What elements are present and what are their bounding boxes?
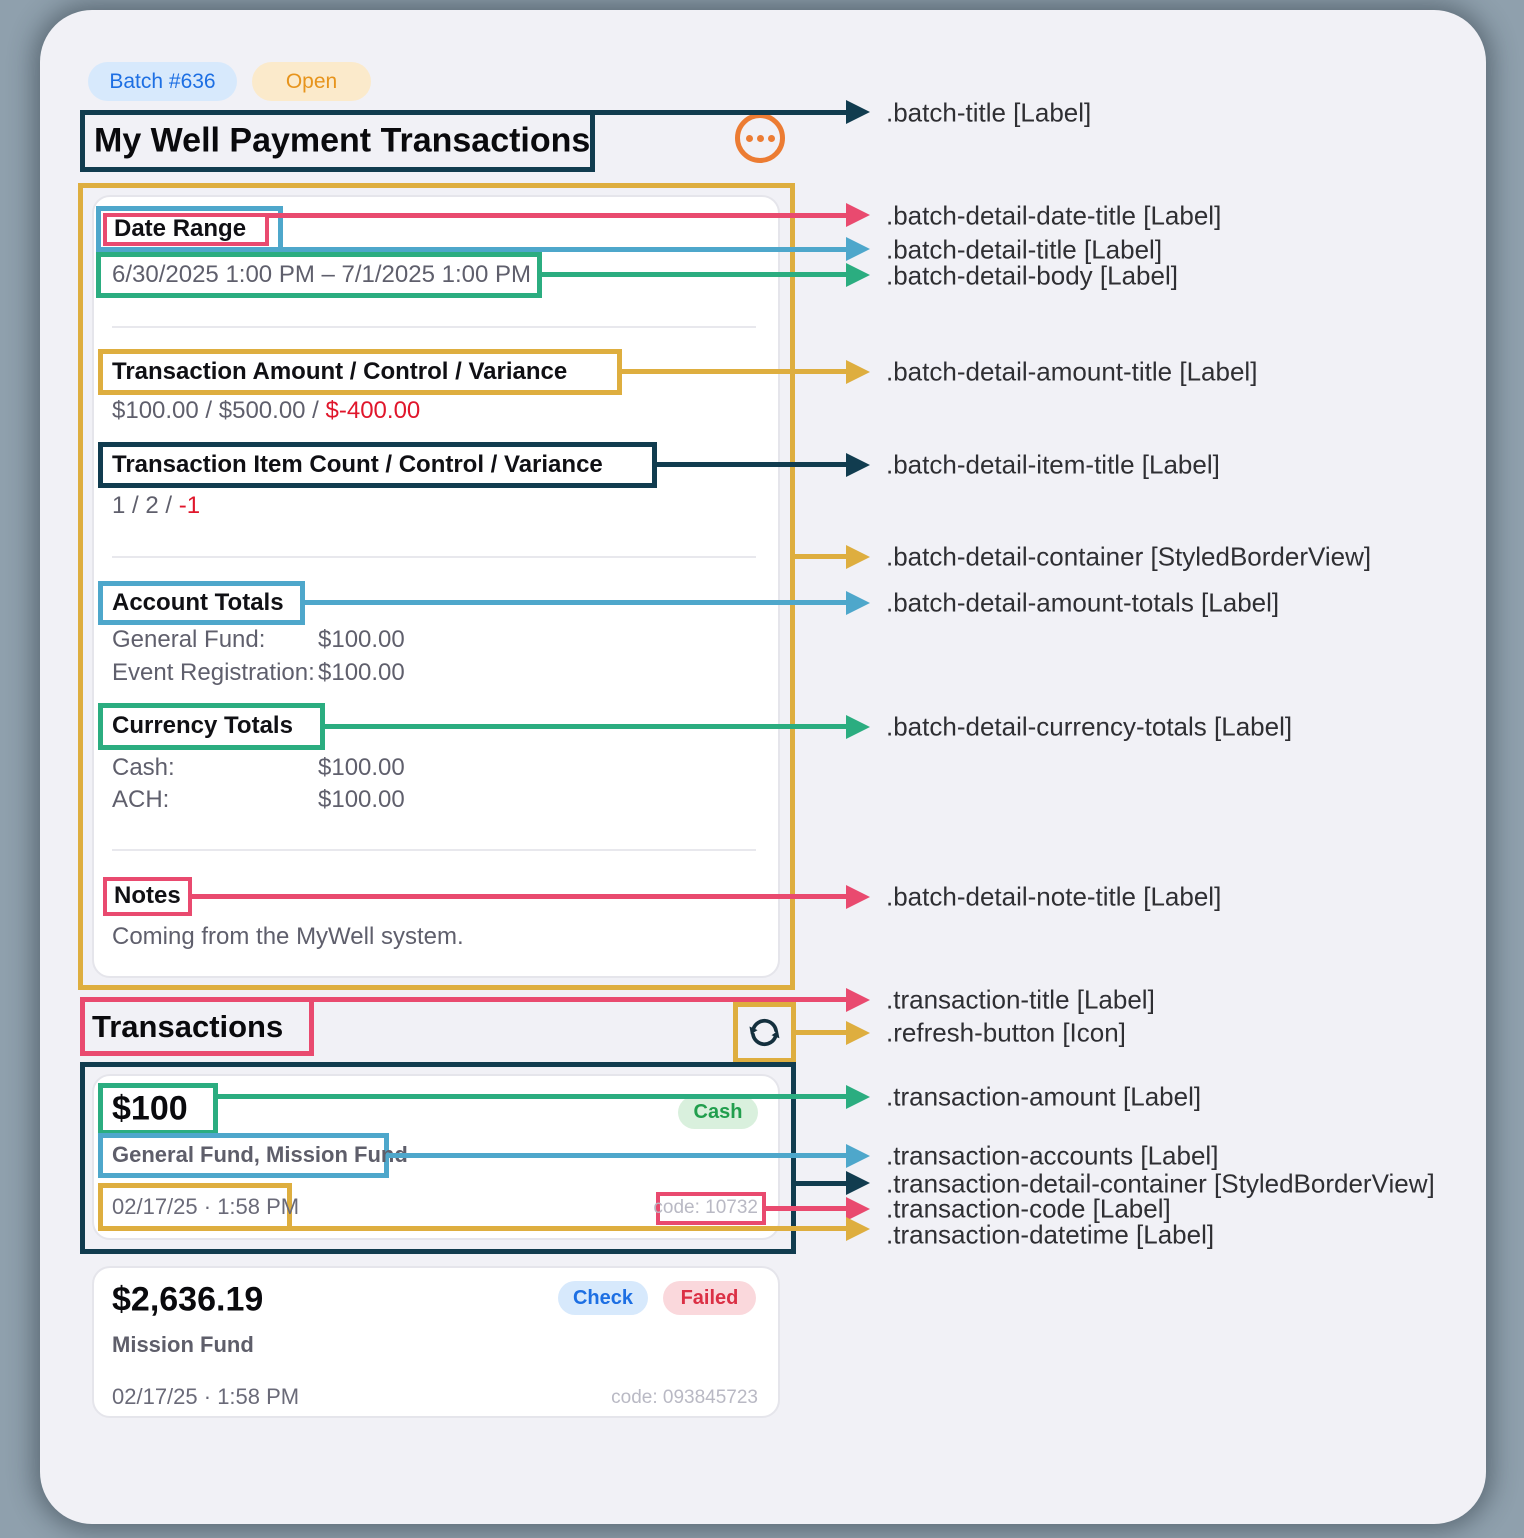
transaction-accounts: Mission Fund <box>112 1332 254 1357</box>
annotation-arrowhead <box>846 715 870 739</box>
annotation-arrowhead <box>846 1171 870 1195</box>
annotation-arrow <box>269 213 846 218</box>
transaction-status-badge: Failed <box>663 1281 756 1315</box>
annotation-label-date-title: .batch-detail-date-title [Label] <box>886 200 1222 231</box>
currency-total-row-value: $100.00 <box>318 754 405 781</box>
annotation-arrow <box>622 369 846 374</box>
annotation-arrowhead <box>846 237 870 261</box>
annotation-arrowhead <box>846 203 870 227</box>
account-total-row-label: Event Registration: <box>112 659 315 686</box>
transaction-code: code: 093845723 <box>611 1387 758 1408</box>
date-range-body: 6/30/2025 1:00 PM – 7/1/2025 1:00 PM <box>112 261 531 288</box>
annotation-arrowhead <box>846 453 870 477</box>
item-body: 1 / 2 / -1 <box>112 492 201 519</box>
transaction-datetime: 02/17/25 · 1:58 PM <box>112 1194 300 1219</box>
annotation-arrow <box>389 1153 846 1158</box>
annotation-arrow <box>595 110 846 115</box>
currency-total-row-label: Cash: <box>112 754 175 781</box>
annotation-arrowhead <box>846 1217 870 1241</box>
divider <box>112 326 756 328</box>
amount-variance: $-400.00 <box>325 397 421 424</box>
annotation-label-transaction-title: .transaction-title [Label] <box>886 984 1155 1015</box>
annotation-label-item-title: .batch-detail-item-title [Label] <box>886 449 1220 480</box>
annotation-arrowhead <box>846 1144 870 1168</box>
annotation-arrowhead <box>846 100 870 124</box>
refresh-icon <box>749 1018 780 1047</box>
annotation-arrow <box>314 997 846 1002</box>
annotation-label-currency-totals: .batch-detail-currency-totals [Label] <box>886 711 1293 742</box>
annotation-label-refresh-button: .refresh-button [Icon] <box>886 1017 1126 1048</box>
account-totals-title: Account Totals <box>112 589 284 616</box>
annotation-label-transaction-accounts: .transaction-accounts [Label] <box>886 1140 1219 1171</box>
batch-number-badge-label: Batch #636 <box>109 69 216 93</box>
account-total-row-value: $100.00 <box>318 659 405 686</box>
divider <box>112 849 756 851</box>
transaction-amount: $2,636.19 <box>112 1280 264 1319</box>
annotation-arrow <box>305 600 846 605</box>
annotation-arrow <box>542 272 846 277</box>
annotation-arrow <box>790 554 846 559</box>
annotation-arrow <box>766 1206 846 1211</box>
annotation-arrow <box>325 724 846 729</box>
annotation-arrowhead <box>846 885 870 909</box>
annotation-arrowhead <box>846 591 870 615</box>
currency-total-row-label: ACH: <box>112 786 170 813</box>
more-menu-button[interactable] <box>735 113 785 163</box>
annotation-arrow <box>657 462 846 467</box>
annotation-label-amount-totals: .batch-detail-amount-totals [Label] <box>886 587 1280 618</box>
annotation-label-transaction-code: .transaction-code [Label] <box>886 1193 1171 1224</box>
annotation-arrow <box>218 1094 846 1099</box>
annotation-label-detail-body: .batch-detail-body [Label] <box>886 260 1178 291</box>
annotation-label-transaction-amount: .transaction-amount [Label] <box>886 1081 1202 1112</box>
refresh-button[interactable] <box>745 1013 784 1052</box>
annotation-arrow <box>292 1226 846 1231</box>
annotation-arrow <box>794 1030 846 1035</box>
item-variance: -1 <box>178 492 201 519</box>
currency-totals-title: Currency Totals <box>112 712 293 739</box>
notes-title: Notes <box>114 882 181 909</box>
amount-body: $100.00 / $500.00 / $-400.00 <box>112 397 421 424</box>
account-total-row-value: $100.00 <box>318 626 405 653</box>
transaction-amount: $100 <box>112 1089 188 1128</box>
account-total-row-label: General Fund: <box>112 626 266 653</box>
payment-method-badge: Cash <box>678 1096 758 1129</box>
annotation-label-detail-container: .batch-detail-container [StyledBorderVie… <box>886 541 1372 572</box>
annotation-arrow <box>192 894 846 899</box>
annotation-arrowhead <box>846 360 870 384</box>
batch-number-badge: Batch #636 <box>88 62 237 101</box>
payment-method-badge: Check <box>558 1281 648 1315</box>
date-range-title: Date Range <box>114 215 247 242</box>
annotation-arrowhead <box>846 545 870 569</box>
amount-title: Transaction Amount / Control / Variance <box>112 358 568 385</box>
ellipsis-icon <box>745 134 753 142</box>
transaction-code: code: 10732 <box>653 1197 758 1218</box>
transactions-heading: Transactions <box>92 1009 284 1044</box>
annotation-label-detail-title: .batch-detail-title [Label] <box>886 234 1163 265</box>
annotation-arrowhead <box>846 1085 870 1109</box>
annotation-label-transaction-datetime: .transaction-datetime [Label] <box>886 1219 1215 1250</box>
batch-status-badge-label: Open <box>285 69 338 93</box>
annotation-arrow <box>793 1181 846 1186</box>
annotation-label-amount-title: .batch-detail-amount-title [Label] <box>886 356 1258 387</box>
annotation-arrowhead <box>846 988 870 1012</box>
divider <box>112 556 756 558</box>
batch-detail-card <box>92 195 780 978</box>
transaction-accounts: General Fund, Mission Fund <box>112 1142 408 1167</box>
annotation-label-transaction-container: .transaction-detail-container [StyledBor… <box>886 1168 1435 1199</box>
transaction-datetime: 02/17/25 · 1:58 PM <box>112 1384 300 1409</box>
annotation-arrowhead <box>846 263 870 287</box>
annotation-label-note-title: .batch-detail-note-title [Label] <box>886 881 1222 912</box>
currency-total-row-value: $100.00 <box>318 786 405 813</box>
annotation-arrow <box>283 247 846 252</box>
batch-status-badge: Open <box>252 62 371 101</box>
annotation-arrowhead <box>846 1021 870 1045</box>
notes-body: Coming from the MyWell system. <box>112 923 464 950</box>
annotation-label-batch-title: .batch-title [Label] <box>886 97 1092 128</box>
item-title: Transaction Item Count / Control / Varia… <box>112 451 603 478</box>
batch-title: My Well Payment Transactions <box>94 121 591 160</box>
